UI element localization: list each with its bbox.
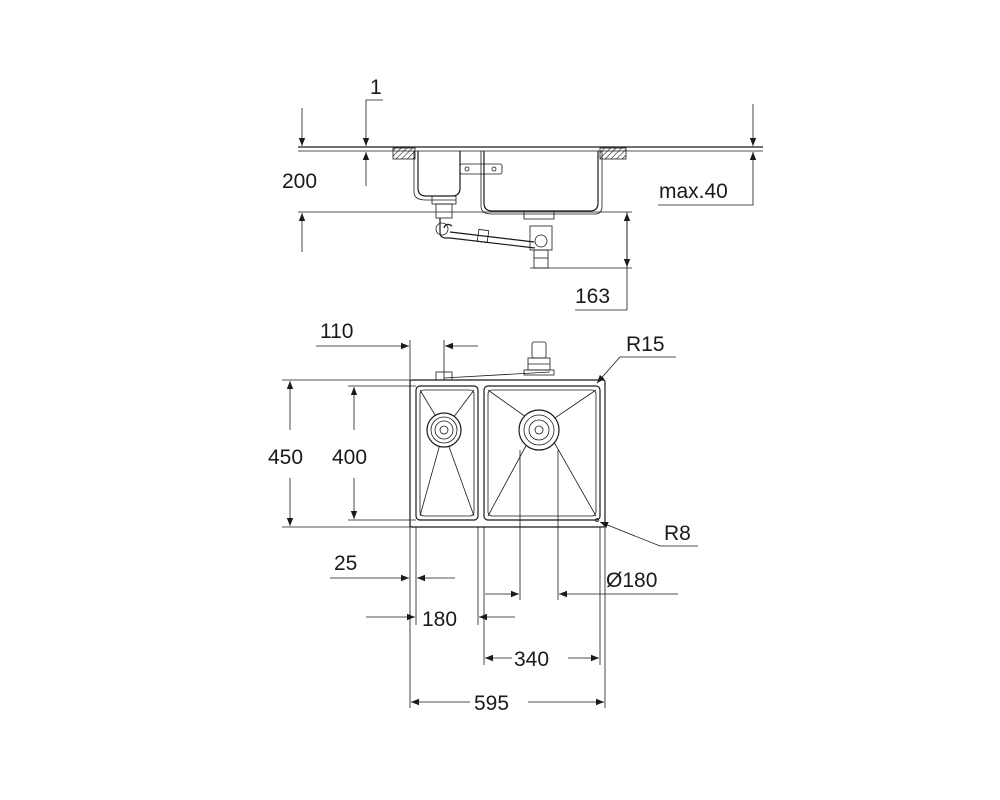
dim-340-label: 340 bbox=[514, 648, 549, 671]
large-bowl-inner bbox=[487, 389, 597, 517]
dim-r15-label: R15 bbox=[626, 333, 665, 356]
side-view-dimensions: 200 1 max.40 163 bbox=[282, 76, 757, 311]
dim-180-label: 180 bbox=[422, 608, 457, 631]
top-trap-outlet bbox=[523, 341, 555, 376]
dim-max40-label: max.40 bbox=[659, 180, 728, 203]
small-bowl-outline bbox=[415, 385, 479, 521]
dim-r8-leader bbox=[599, 521, 698, 547]
dim-1-leader bbox=[362, 99, 383, 146]
overflow-screw-left bbox=[464, 166, 470, 172]
top-plan-view bbox=[409, 341, 606, 528]
dim-595-label: 595 bbox=[474, 692, 509, 715]
dim-1-label: 1 bbox=[370, 76, 382, 99]
dim-d180-label: Ø180 bbox=[606, 569, 657, 592]
large-bowl-section bbox=[483, 151, 599, 212]
side-section-view bbox=[298, 146, 763, 269]
pipe-joint bbox=[435, 222, 449, 236]
waste-pipe bbox=[439, 218, 536, 249]
large-waste-outlet bbox=[523, 210, 555, 220]
right-mount-clip bbox=[599, 147, 627, 160]
dim-110-label: 110 bbox=[320, 320, 353, 343]
trap-body bbox=[529, 225, 553, 251]
large-bowl-slope-lower bbox=[487, 441, 597, 517]
small-bowl-drain bbox=[426, 412, 462, 448]
small-bowl-slope-lower bbox=[419, 443, 475, 517]
sink-outer-outline bbox=[409, 379, 606, 528]
dim-r15-leader bbox=[596, 356, 676, 384]
pipe-coupling bbox=[476, 228, 490, 244]
dim-max40-leader bbox=[658, 152, 757, 206]
left-mount-clip bbox=[392, 147, 416, 160]
large-bowl-outline bbox=[483, 385, 601, 521]
dim-450-label: 450 bbox=[268, 446, 303, 469]
dim-163-label: 163 bbox=[575, 285, 610, 308]
bowl-inner-line bbox=[413, 151, 603, 215]
dim-400-label: 400 bbox=[332, 446, 367, 469]
dim-r8-label: R8 bbox=[664, 522, 691, 545]
small-waste-nut bbox=[435, 203, 453, 219]
small-bowl-section bbox=[417, 151, 461, 197]
overflow-screw-right bbox=[491, 166, 497, 172]
dim-25-label: 25 bbox=[334, 552, 357, 575]
corner-marker bbox=[595, 518, 599, 522]
trap-cap bbox=[534, 234, 548, 248]
overflow-channel bbox=[443, 371, 551, 379]
dim-200-label: 200 bbox=[282, 170, 317, 193]
large-bowl-drain bbox=[518, 409, 560, 451]
overflow-plate bbox=[459, 163, 503, 175]
trap-outlet bbox=[533, 249, 549, 269]
small-bowl-inner bbox=[419, 389, 475, 517]
top-view-dimensions: 110 R15 450 400 R8 25 Ø180 180 340 bbox=[268, 320, 698, 715]
